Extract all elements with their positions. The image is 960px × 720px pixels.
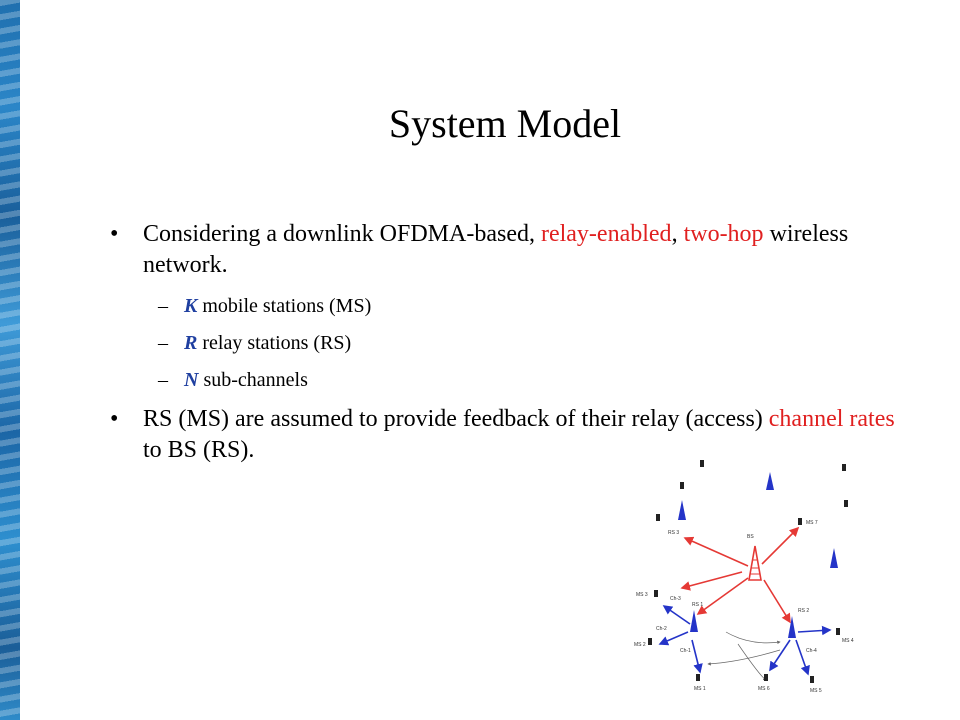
highlight-two-hop: two-hop [683, 221, 764, 247]
rs2-link-ms6 [769, 639, 791, 672]
bullet-network: • Considering a downlink OFDMA-based, re… [110, 219, 900, 281]
variable-k: K [184, 295, 198, 317]
sub-text: relay stations (RS) [197, 332, 352, 354]
bullet-dot: • [110, 406, 119, 432]
label-ch2: Ch-2 [656, 626, 667, 632]
label-ch3: Ch-3 [670, 596, 681, 602]
highlight-relay-enabled: relay-enabled [540, 221, 672, 247]
bullet-list: • Considering a downlink OFDMA-based, re… [110, 219, 900, 466]
phone-icon [680, 482, 684, 489]
decorative-left-strip [0, 0, 20, 720]
highlight-channel-rates: channel rates [768, 406, 895, 432]
label-ms7: MS 7 [806, 520, 818, 526]
bullet-text: Considering a downlink OFDMA-based, [143, 221, 541, 247]
label-ms2: MS 2 [634, 642, 646, 648]
bs-link-rs1 [696, 577, 749, 615]
label-ms3: MS 3 [636, 592, 648, 598]
feedback-curve [737, 643, 767, 681]
bs-link-ms7 [761, 526, 800, 565]
relay-tower-rs1 [690, 610, 698, 632]
bullet-text: RS (MS) are assumed to provide feedback … [143, 406, 769, 432]
bullet-dot: • [110, 221, 119, 247]
bs-link-rs2 [763, 579, 791, 624]
rs2-link-ms5 [795, 639, 810, 676]
label-ms6: MS 6 [758, 686, 770, 692]
label-ms4: MS 4 [842, 638, 854, 644]
label-bs: BS [747, 534, 754, 540]
phone-icon [798, 518, 802, 525]
label-rs1: RS 1 [692, 602, 703, 608]
rs1-link-ms1 [691, 639, 703, 674]
phone-icon [844, 500, 848, 507]
sub-dash: – [158, 369, 168, 391]
sub-dash: – [158, 295, 168, 317]
variable-r: R [184, 332, 198, 354]
feedback-curve [725, 631, 781, 645]
rs2-link-ms4 [797, 625, 832, 636]
topology-diagram: BS RS 3 MS 7 RS 1 RS 2 [634, 460, 854, 694]
sub-text: sub-channels [198, 369, 308, 391]
relay-tower-rs2 [788, 616, 796, 638]
sub-text: mobile stations (MS) [197, 295, 372, 317]
rs1-link-ms2 [658, 631, 689, 646]
phone-icon [648, 638, 652, 645]
sub-item-relay-stations: – R relay stations (RS) [110, 330, 900, 356]
sub-dash: – [158, 332, 168, 354]
bs-link-rs3 [683, 536, 749, 567]
bullet-feedback: • RS (MS) are assumed to provide feedbac… [110, 404, 900, 466]
sub-item-sub-channels: – N sub-channels [110, 367, 900, 393]
bs-link-ms3 [680, 571, 743, 591]
relay-tower-right [830, 548, 838, 568]
relay-tower-top [766, 472, 774, 490]
label-ch1: Ch-1 [680, 648, 691, 654]
base-station-tower [748, 545, 762, 581]
bullet-text: to BS (RS). [143, 437, 255, 463]
phone-icon [836, 628, 840, 635]
label-ms5: MS 5 [810, 688, 822, 694]
phone-icon [654, 590, 658, 597]
relay-tower-rs3 [678, 500, 686, 520]
label-ms1: MS 1 [694, 686, 706, 692]
label-rs2: RS 2 [798, 608, 809, 614]
label-rs3: RS 3 [668, 530, 679, 536]
feedback-curve [707, 649, 781, 666]
network-topology-figure: BS RS 3 MS 7 RS 1 RS 2 [630, 456, 882, 720]
variable-n: N [184, 369, 199, 391]
phone-icon [696, 674, 700, 681]
phone-icon [700, 460, 704, 467]
phone-icon [810, 676, 814, 683]
phone-icon [764, 674, 768, 681]
slide-title: System Model [388, 101, 622, 146]
bullet-text: wireless network. [143, 221, 849, 278]
rs1-link-ms3 [662, 605, 691, 625]
phone-icon [656, 514, 660, 521]
bullet-text: , [671, 221, 684, 247]
sub-item-mobile-stations: – K mobile stations (MS) [110, 293, 900, 319]
phone-icon [842, 464, 846, 471]
label-ch4: Ch-4 [806, 648, 817, 654]
